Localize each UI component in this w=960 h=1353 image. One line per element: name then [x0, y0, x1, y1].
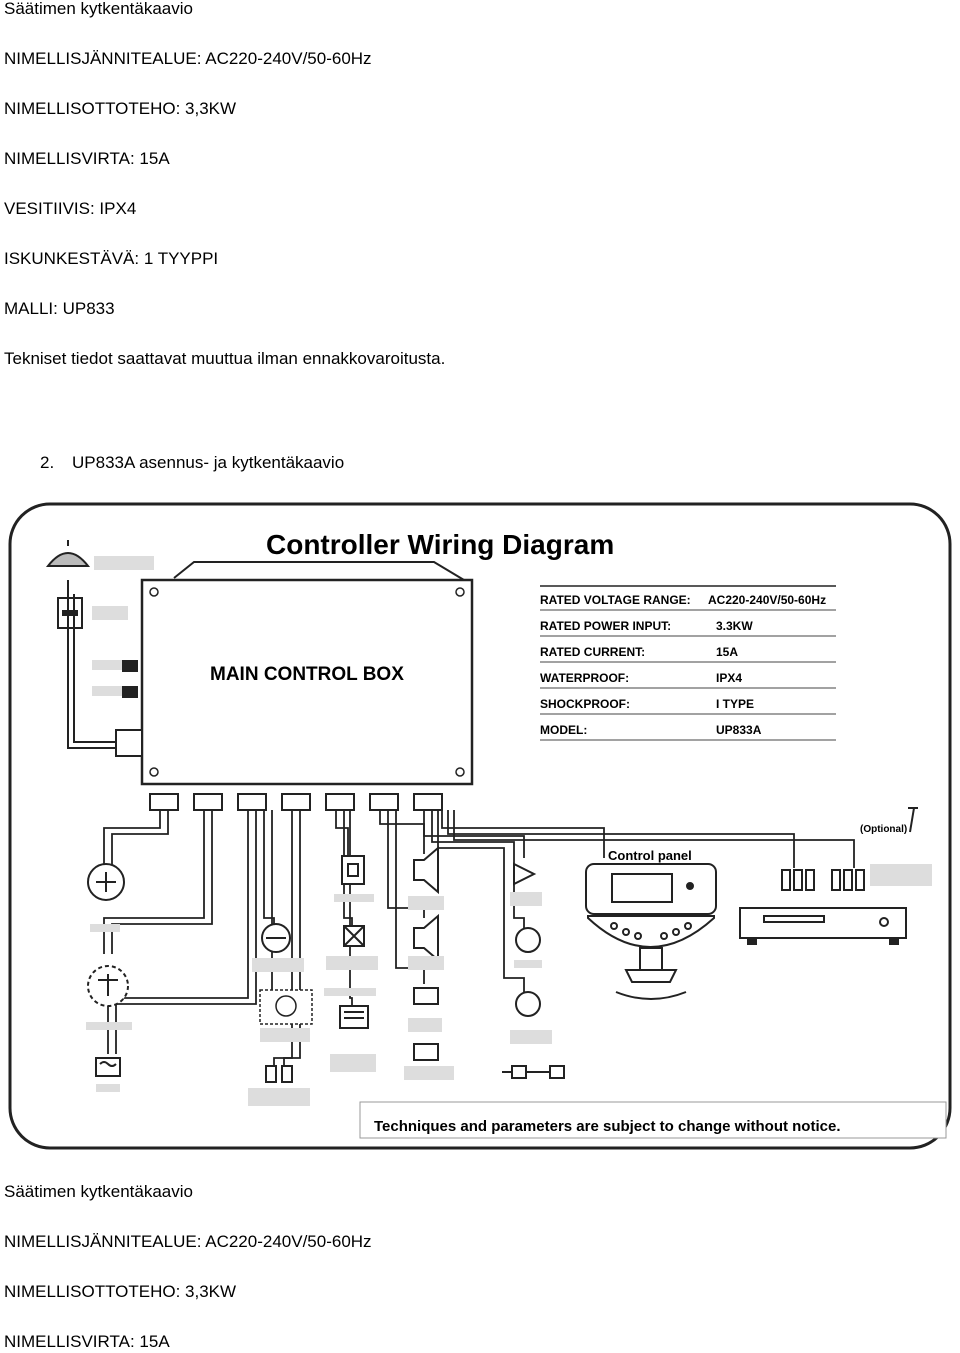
- underwater-light-label: [252, 958, 304, 972]
- cable-glands: [149, 793, 443, 811]
- shower-label: [404, 1066, 454, 1080]
- main-control-box: [140, 578, 474, 786]
- speaker-label-2: [408, 956, 444, 970]
- underwater-light-icon: [261, 923, 291, 953]
- spec-table-value: 3.3KW: [716, 619, 753, 633]
- relay-label: [326, 956, 378, 970]
- spec-table-value: UP833A: [716, 723, 762, 737]
- section-title: UP833A asennus- ja kytkentäkaavio: [72, 453, 345, 472]
- water-level-switch-icon: [265, 1065, 293, 1083]
- fuse-2-icon: [122, 686, 138, 698]
- spec-current-repeat: NIMELLISVIRTA: 15A: [4, 1332, 170, 1351]
- fuse-label-2: [92, 686, 130, 696]
- fuse-1-icon: [122, 660, 138, 672]
- ozonator-icon: [341, 855, 365, 885]
- spec-current: NIMELLISVIRTA: 15A: [4, 149, 170, 168]
- spec-waterproof: VESITIIVIS: IPX4: [4, 199, 137, 218]
- water-level-switch-label: [248, 1088, 310, 1106]
- ambient-light-label: [260, 1028, 310, 1042]
- heater-label: [96, 1084, 120, 1092]
- ambient-light-icon: [259, 989, 313, 1025]
- steam-generator-label: [330, 1054, 376, 1072]
- section-heading: 2. UP833A asennus- ja kytkentäkaavio: [40, 452, 344, 474]
- radio-antenna-label: [510, 892, 542, 906]
- shower-icon: [413, 1043, 439, 1061]
- optional-label: (Optional): [860, 824, 907, 835]
- document-title: Säätimen kytkentäkaavio: [4, 0, 193, 18]
- spec-voltage-repeat: NIMELLISJÄNNITEALUE: AC220-240V/50-60Hz: [4, 1232, 372, 1251]
- fuse-label-1: [92, 660, 130, 670]
- spec-shockproof: ISKUNKESTÄVÄ: 1 TYYPPI: [4, 249, 219, 268]
- control-relay-icon: [343, 925, 365, 947]
- diagram-title: Controller Wiring Diagram: [266, 529, 614, 560]
- spec-table-value: IPX4: [716, 671, 742, 685]
- power-supply-label-block: [94, 556, 154, 570]
- control-panel-icon: [585, 863, 717, 1000]
- diagram-notice: Techniques and parameters are subject to…: [374, 1118, 841, 1135]
- antenna-icon: [908, 807, 918, 833]
- spec-power: NIMELLISOTTOTEHO: 3,3KW: [4, 99, 237, 118]
- control-panel-label: Control panel: [608, 848, 692, 863]
- spec-notice: Tekniset tiedot saattavat muuttua ilman …: [4, 349, 446, 368]
- spec-table-label: MODEL:: [540, 723, 587, 737]
- air-pump-label: [90, 924, 120, 932]
- audio-player-icon: [739, 907, 907, 945]
- heater-icon: [95, 1057, 121, 1077]
- rca-connectors-icon: [781, 869, 865, 891]
- spec-table-label: WATERPROOF:: [540, 671, 629, 685]
- speaker-label-1: [408, 896, 444, 910]
- telephone-icon: [515, 927, 541, 953]
- water-pump-label: [86, 1022, 132, 1030]
- connector-cable: [502, 1065, 565, 1079]
- power-plug-icon: [45, 540, 91, 594]
- spec-table-label: RATED CURRENT:: [540, 645, 645, 659]
- subwoofer-icon: [413, 987, 439, 1005]
- spec-table-label: RATED POWER INPUT:: [540, 619, 671, 633]
- wiring-diagram: Controller Wiring Diagram MAIN CONTROL B…: [4, 498, 958, 1154]
- temperature-sensor-label: [324, 988, 376, 996]
- spec-table: RATED VOLTAGE RANGE: AC220-240V/50-60HzRA…: [540, 585, 836, 741]
- spec-table-value: AC220-240V/50-60Hz: [708, 593, 826, 607]
- section-number: 2.: [40, 453, 55, 472]
- speaker-icon-1: [413, 845, 439, 895]
- cable-gland-side: [115, 729, 143, 757]
- spec-model: MALLI: UP833: [4, 299, 115, 318]
- leakage-label-block: [92, 606, 128, 620]
- wireless-transmitter-label: [870, 864, 932, 886]
- spec-power-repeat: NIMELLISOTTOTEHO: 3,3KW: [4, 1282, 237, 1301]
- spec-table-value: I TYPE: [716, 697, 754, 711]
- subwoofer-label: [408, 1018, 442, 1032]
- telephone-label: [514, 960, 542, 968]
- notice-box: [359, 1101, 947, 1139]
- air-pump-icon: [87, 863, 125, 901]
- document-title-repeat: Säätimen kytkentäkaavio: [4, 1182, 193, 1201]
- spec-table-label: SHOCKPROOF:: [540, 697, 630, 711]
- water-pump-icon: [87, 965, 129, 1007]
- main-control-box-label: MAIN CONTROL BOX: [210, 664, 404, 685]
- water-level-sensor-label: [510, 1030, 552, 1044]
- spec-table-value: 15A: [716, 645, 738, 659]
- spec-table-label: RATED VOLTAGE RANGE:: [540, 593, 691, 607]
- spec-voltage: NIMELLISJÄNNITEALUE: AC220-240V/50-60Hz: [4, 49, 372, 68]
- radio-antenna-icon: [513, 862, 537, 886]
- water-level-sensor-icon: [515, 991, 541, 1017]
- steam-generator-icon: [339, 1005, 369, 1029]
- ozonator-label: [334, 894, 374, 902]
